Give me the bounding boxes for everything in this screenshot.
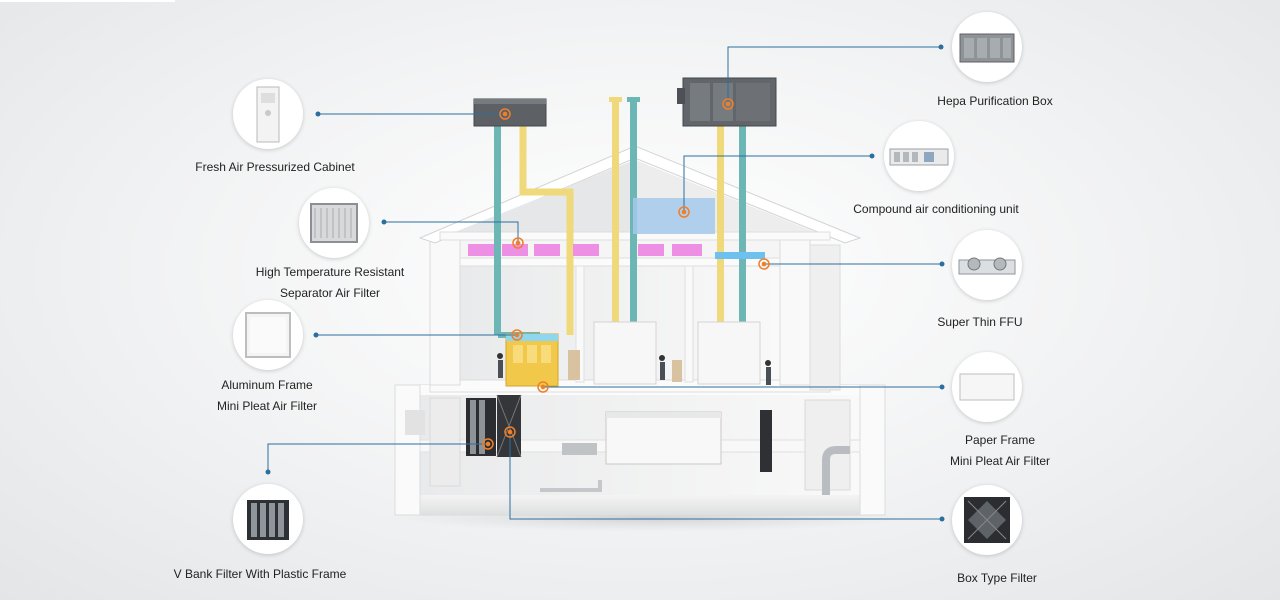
aluminum-frame-filter-image[interactable] [233, 300, 303, 370]
ac-unit-icon [889, 148, 949, 166]
v-bank-filter-icon [247, 500, 289, 540]
high-temp-filter-image[interactable] [299, 188, 369, 258]
hotspot-markers [482, 98, 770, 450]
label-box-type: Box Type Filter [957, 571, 1037, 585]
rooftop-boxes [473, 77, 777, 127]
label-paper-line1: Paper Frame [964, 433, 1036, 447]
cabinet-icon [256, 86, 280, 143]
attic-ac-box [633, 198, 715, 234]
label-compound-ac: Compound air conditioning unit [853, 202, 1019, 216]
super-thin-ffu-image[interactable] [952, 230, 1022, 300]
label-hepa-box: Hepa Purification Box [937, 94, 1053, 108]
hepa-box-icon [959, 33, 1015, 63]
room-equipment [497, 321, 771, 387]
top-edge-line [0, 0, 175, 2]
fresh-air-cabinet-image[interactable] [233, 79, 303, 149]
label-fresh-air-cabinet: Fresh Air Pressurized Cabinet [195, 160, 355, 174]
label-paper-line2: Mini Pleat Air Filter [949, 454, 1051, 468]
label-aluminum-line1: Aluminum Frame [221, 378, 313, 392]
label-high-temp-line1: High Temperature Resistant [255, 265, 405, 279]
basement-equipment [466, 394, 772, 472]
paper-frame-filter-image[interactable] [952, 352, 1022, 422]
leader-endpoints [265, 44, 945, 522]
box-type-filter-image[interactable] [952, 485, 1022, 555]
box-filter-icon [964, 497, 1010, 543]
v-bank-filter-image[interactable] [233, 484, 303, 554]
separator-filter-icon [310, 203, 358, 243]
leader-lines [267, 46, 942, 520]
label-v-bank: V Bank Filter With Plastic Frame [173, 567, 347, 581]
label-aluminum-line2: Mini Pleat Air Filter [216, 399, 318, 413]
ffu-icon [958, 257, 1016, 275]
label-super-ffu: Super Thin FFU [937, 315, 1023, 329]
label-high-temp-line2: Separator Air Filter [279, 286, 381, 300]
compound-ac-image[interactable] [884, 121, 954, 191]
pink-filters [468, 244, 765, 259]
paper-frame-filter-icon [959, 373, 1015, 401]
mini-pleat-filter-icon [245, 312, 291, 358]
hepa-box-image[interactable] [952, 12, 1022, 82]
